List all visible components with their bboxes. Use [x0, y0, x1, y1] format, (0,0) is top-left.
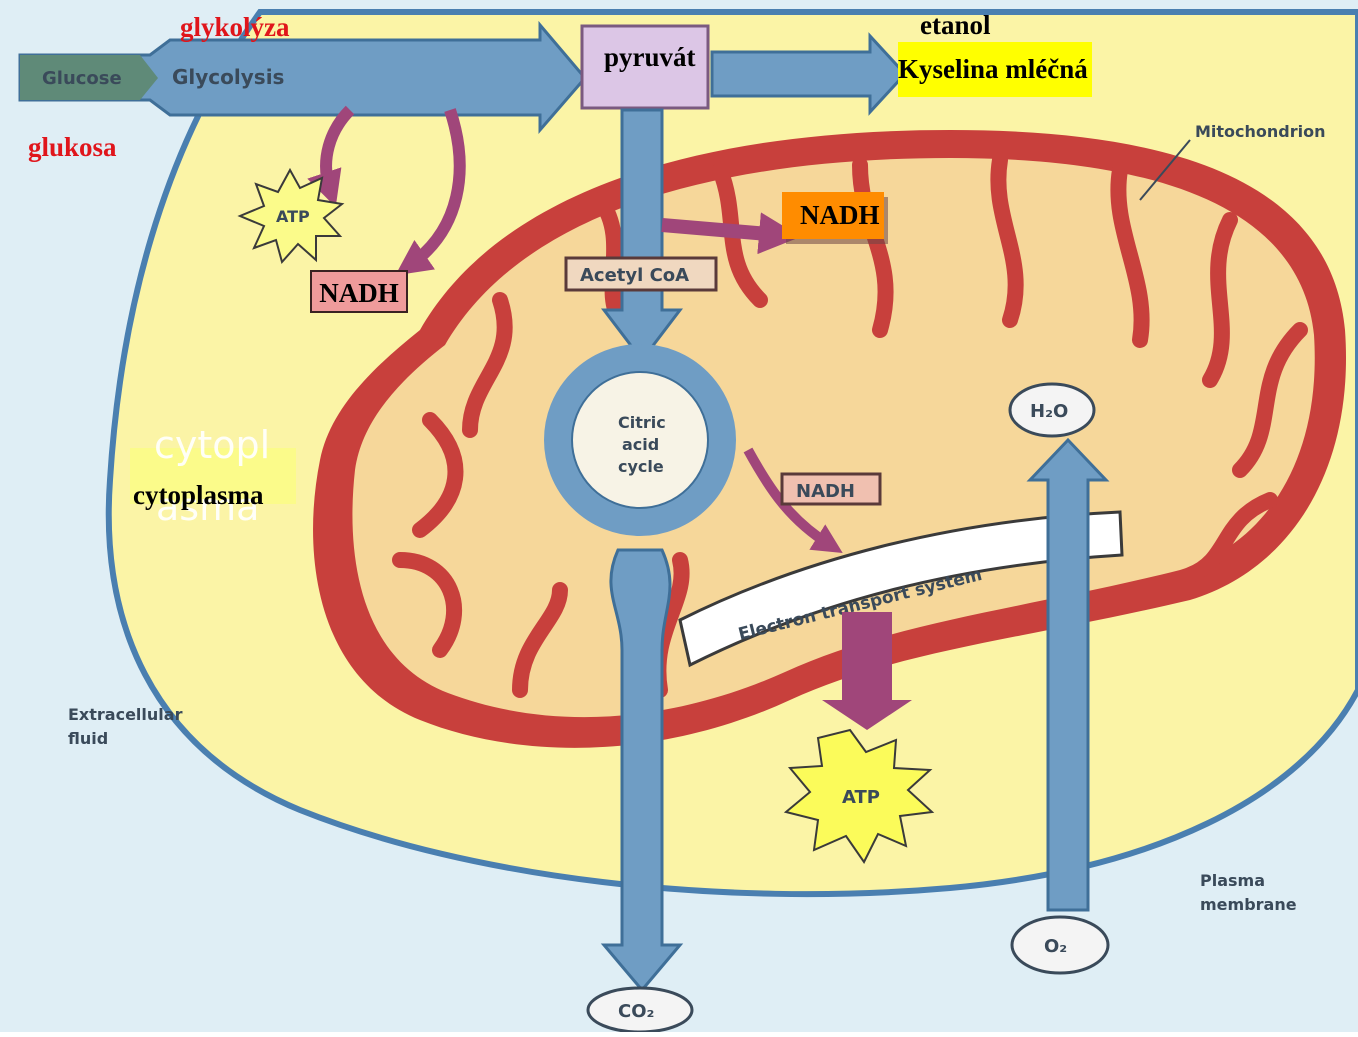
citric-label-2: acid: [622, 435, 659, 454]
cytoplasm-ghost-line-1: cytopl: [154, 426, 270, 464]
nadh-mitochondrion-label: NADH: [782, 192, 884, 239]
co2-label: CO₂: [618, 1001, 654, 1022]
water-label: H₂O: [1030, 401, 1068, 422]
lactic-acid-label: Kyselina mléčná: [898, 42, 1092, 97]
glucose-original-label: Glucose: [42, 68, 122, 89]
nadh-small-label: NADH: [796, 481, 855, 502]
pyruvate-label: pyruvát: [604, 44, 696, 71]
atp-transport-label: ATP: [842, 787, 880, 808]
citric-label-1: Citric: [618, 413, 666, 432]
glucose-label: glukosa: [28, 134, 117, 161]
glycolysis-original-label: Glycolysis: [172, 65, 284, 89]
extracellular-label-2: fluid: [68, 729, 108, 748]
mitochondrion-label: Mitochondrion: [1195, 122, 1326, 141]
oxygen-label: O₂: [1044, 936, 1067, 957]
plasma-membrane-label-2: membrane: [1200, 895, 1297, 914]
ethanol-label: etanol: [920, 12, 991, 39]
plasma-membrane-label-1: Plasma: [1200, 871, 1265, 890]
glycolysis-label: glykolýza: [180, 14, 290, 41]
citric-label-3: cycle: [618, 457, 664, 476]
atp-glycolysis-label: ATP: [276, 207, 310, 226]
cytoplasm-label: cytoplasma: [133, 482, 264, 509]
nadh-cytoplasm-label: NADH: [310, 270, 408, 313]
extracellular-label-1: Extracellular: [68, 705, 183, 724]
pyruvate-to-nadh-arrow: [662, 225, 780, 235]
acetyl-coa-label: Acetyl CoA: [580, 265, 689, 286]
